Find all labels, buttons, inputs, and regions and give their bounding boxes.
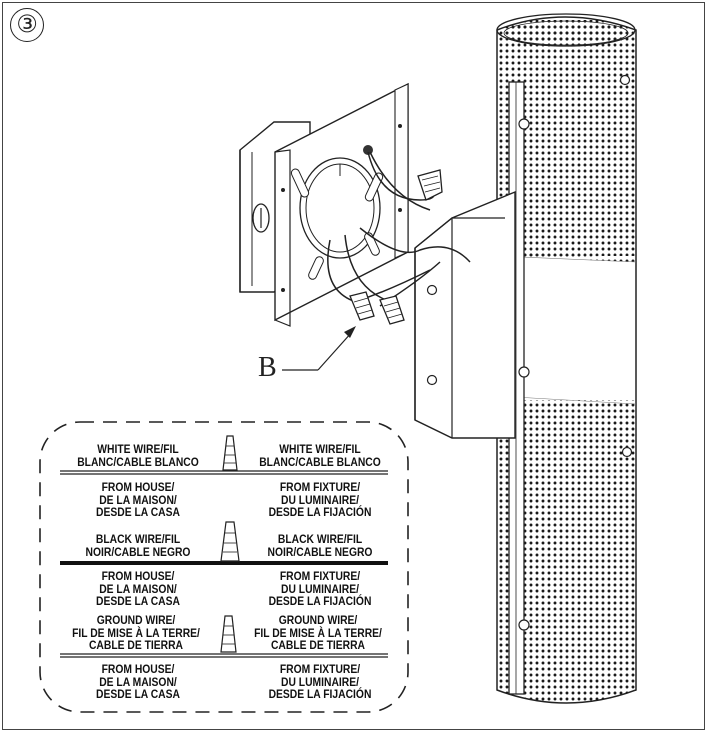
- ground-from-house-label: FROM HOUSE/ DE LA MAISON/ DESDE LA CASA: [69, 663, 207, 701]
- label-line: FROM FIXTURE/: [279, 662, 361, 676]
- callout-leader: [282, 326, 356, 371]
- label-line: DESDE LA FIJACIÓN: [268, 505, 372, 519]
- wire-nut-icon: [222, 435, 238, 471]
- label-line: WHITE WIRE/FIL: [97, 442, 179, 456]
- white-from-house-label: FROM HOUSE/ DE LA MAISON/ DESDE LA CASA: [69, 481, 207, 519]
- label-line: DESDE LA CASA: [96, 505, 180, 519]
- label-line: DU LUMINAIRE/: [281, 581, 359, 596]
- label-line: BLANC/CABLE BLANCO: [77, 454, 199, 469]
- wire-nut-icon: [379, 295, 405, 325]
- wire-nut-icon: [349, 291, 375, 321]
- label-line: BLANC/CABLE BLANCO: [259, 454, 381, 469]
- label-line: FIL DE MISE À LA TERRE/: [254, 625, 382, 640]
- label-line: DU LUMINAIRE/: [281, 492, 359, 507]
- white-from-fixture-label: FROM FIXTURE/ DU LUMINAIRE/ DESDE LA FIJ…: [251, 481, 389, 519]
- label-line: DE LA MAISON/: [99, 674, 177, 689]
- label-line: NOIR/CABLE NEGRO: [85, 544, 191, 559]
- label-line: DESDE LA CASA: [96, 687, 180, 701]
- step-number: ③: [10, 8, 44, 42]
- white-wire-right-label: WHITE WIRE/FIL BLANC/CABLE BLANCO: [251, 443, 389, 468]
- ground-from-fixture-label: FROM FIXTURE/ DU LUMINAIRE/ DESDE LA FIJ…: [251, 663, 389, 701]
- wire-nut-icon: [220, 615, 237, 653]
- label-line: DU LUMINAIRE/: [281, 674, 359, 689]
- label-line: CABLE DE TIERRA: [270, 638, 366, 652]
- wiring-legend: [39, 421, 409, 713]
- black-wire-right-label: BLACK WIRE/FIL NOIR/CABLE NEGRO: [251, 533, 389, 558]
- label-line: BLACK WIRE/FIL: [277, 532, 363, 546]
- label-line: CABLE DE TIERRA: [88, 638, 184, 652]
- label-line: BLACK WIRE/FIL: [95, 532, 181, 546]
- label-line: DE LA MAISON/: [99, 581, 177, 596]
- label-line: FROM HOUSE/: [101, 662, 175, 676]
- label-line: GROUND WIRE/: [96, 613, 176, 627]
- label-line: FROM FIXTURE/: [279, 569, 361, 583]
- label-line: DESDE LA CASA: [96, 594, 180, 608]
- label-line: FROM HOUSE/: [101, 480, 175, 494]
- label-line: NOIR/CABLE NEGRO: [267, 544, 373, 559]
- label-line: DESDE LA FIJACIÓN: [268, 687, 372, 701]
- mounting-bracket: [274, 82, 409, 327]
- label-line: FROM FIXTURE/: [279, 480, 361, 494]
- fixture-backplate: [414, 190, 516, 439]
- ground-wire-right-label: GROUND WIRE/ FIL DE MISE À LA TERRE/ CAB…: [244, 614, 392, 652]
- wire-nut-icon: [220, 521, 240, 562]
- ground-wire-left-label: GROUND WIRE/ FIL DE MISE À LA TERRE/ CAB…: [62, 614, 210, 652]
- label-line: DESDE LA FIJACIÓN: [268, 594, 372, 608]
- label-line: DE LA MAISON/: [99, 492, 177, 507]
- wire-nut-icon: [417, 169, 443, 201]
- black-from-house-label: FROM HOUSE/ DE LA MAISON/ DESDE LA CASA: [69, 570, 207, 608]
- black-from-fixture-label: FROM FIXTURE/ DU LUMINAIRE/ DESDE LA FIJ…: [251, 570, 389, 608]
- callout-label-b: B: [258, 352, 277, 383]
- label-line: FROM HOUSE/: [101, 569, 175, 583]
- white-wire-left-label: WHITE WIRE/FIL BLANC/CABLE BLANCO: [69, 443, 207, 468]
- label-line: WHITE WIRE/FIL: [279, 442, 361, 456]
- label-line: GROUND WIRE/: [278, 613, 358, 627]
- label-line: FIL DE MISE À LA TERRE/: [72, 625, 200, 640]
- black-wire-left-label: BLACK WIRE/FIL NOIR/CABLE NEGRO: [69, 533, 207, 558]
